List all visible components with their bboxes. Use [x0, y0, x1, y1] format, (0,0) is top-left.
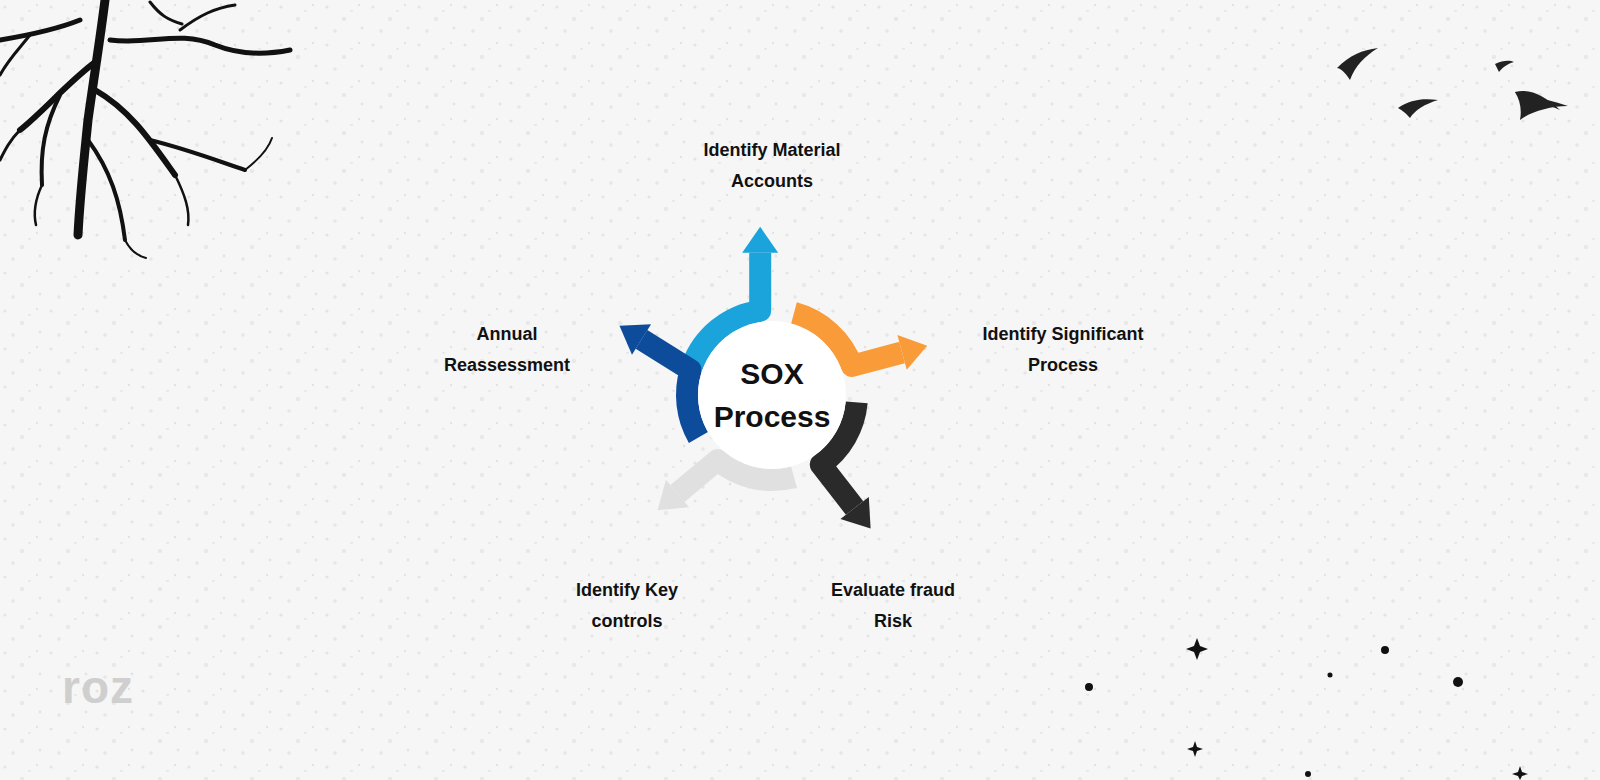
step-label: Annual Reassessment: [435, 319, 580, 380]
step-label: Identify Significant Process: [956, 319, 1171, 380]
center-circle: SOX Process: [698, 321, 846, 469]
birds: [1337, 48, 1568, 120]
cycle-arrowhead: [619, 324, 651, 355]
cycle-arrowhead: [658, 480, 689, 511]
center-title: SOX Process: [707, 352, 837, 439]
step-label: Evaluate fraud Risk: [811, 575, 976, 636]
watermark: roz: [62, 660, 134, 714]
roots: [0, 0, 290, 258]
cycle-arrowhead: [840, 497, 870, 529]
cycle-arrowhead: [742, 227, 778, 253]
step-label: Identify Material Accounts: [685, 135, 860, 196]
cycle-segment: [642, 339, 699, 437]
step-label: Identify Key controls: [555, 575, 700, 636]
stars: [1085, 638, 1528, 780]
cycle-arrowhead: [897, 335, 927, 370]
